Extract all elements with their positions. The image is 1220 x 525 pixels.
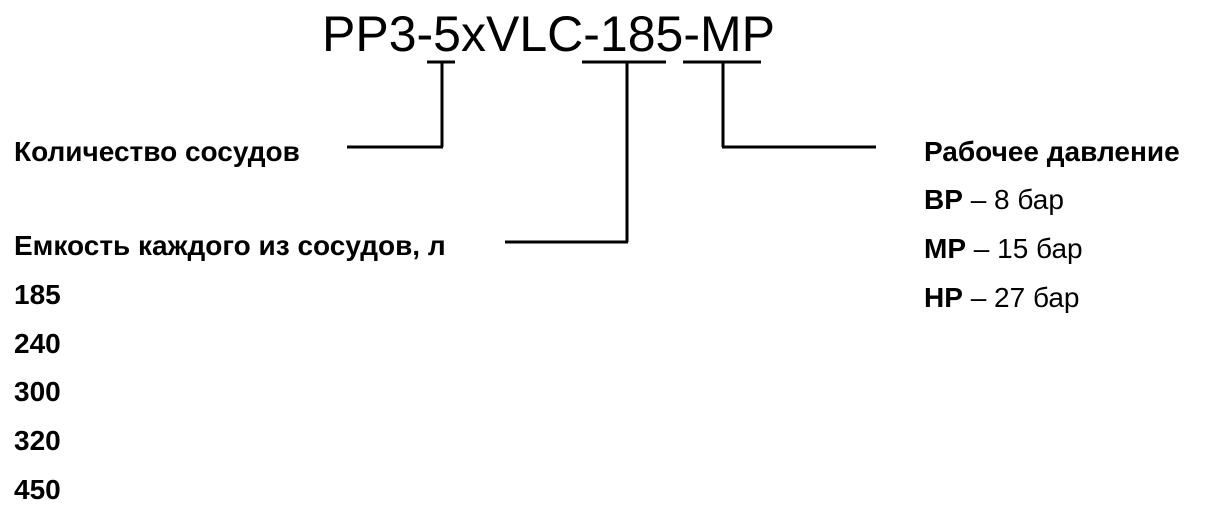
- pressure-option: HP – 27 бар: [924, 281, 1080, 315]
- pressure-label: Рабочее давление: [924, 136, 1180, 167]
- model-code-prefix: PP3-: [322, 6, 434, 62]
- model-code-vessel-count: 5: [433, 6, 461, 62]
- model-code-pressure: MP: [700, 6, 775, 62]
- pressure-code: HP: [924, 282, 963, 313]
- pressure-option: MP – 15 бар: [924, 232, 1083, 266]
- model-code-capacity: 185: [599, 6, 684, 62]
- pressure-code: MP: [924, 233, 966, 264]
- model-code-dash: -: [683, 6, 700, 62]
- pressure-option: BP – 8 бар: [924, 183, 1064, 217]
- pressure-code: BP: [924, 184, 963, 215]
- capacity-label: Емкость каждого из сосудов, л: [14, 230, 446, 261]
- pressure-value: – 15 бар: [973, 233, 1083, 264]
- pressure-value: – 8 бар: [970, 184, 1064, 215]
- model-code-mid: xVLC-: [460, 6, 600, 62]
- model-code: PP3-5xVLC-185-MP: [322, 4, 775, 64]
- pressure-value: – 27 бар: [970, 282, 1080, 313]
- vessel-count-label: Количество сосудов: [14, 136, 300, 167]
- capacity-option: 240: [14, 328, 61, 359]
- capacity-option: 320: [14, 425, 61, 456]
- capacity-option: 450: [14, 474, 61, 505]
- capacity-option: 300: [14, 376, 61, 407]
- capacity-option: 185: [14, 279, 61, 310]
